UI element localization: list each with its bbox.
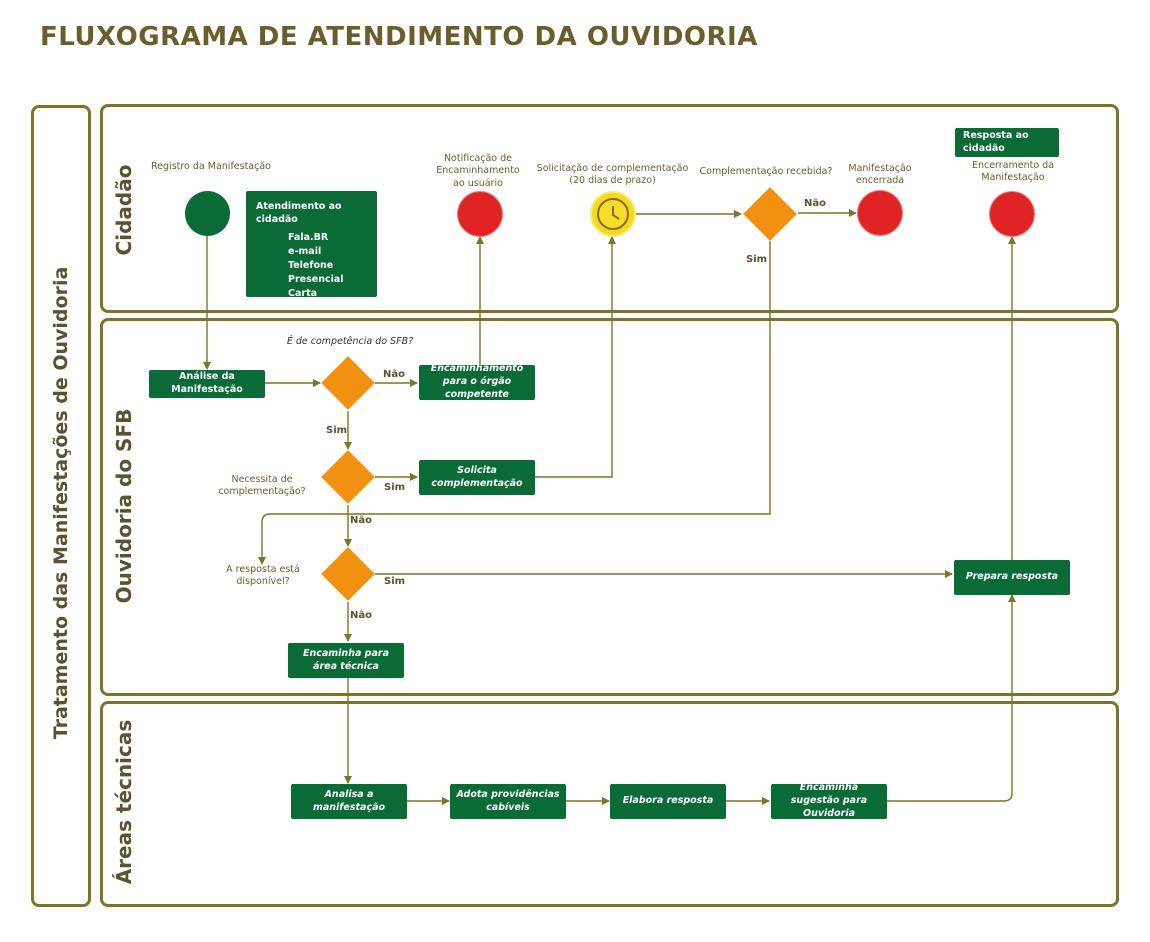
resposta-cidadao-box: Resposta ao cidadão xyxy=(955,128,1059,157)
lane-cidadao-frame xyxy=(100,104,1119,313)
encerramento-label: Encerramento da Manifestação xyxy=(971,160,1055,184)
solicita-complementacao-box: Solicita complementação xyxy=(419,460,535,495)
answer-sim: Sim xyxy=(384,482,406,493)
outer-lane-frame xyxy=(31,105,91,907)
solicitacao-label: Solicitação de complementação (20 dias d… xyxy=(536,163,689,187)
encaminhamento-orgao-box: Encaminhamento para o órgão competente xyxy=(419,363,535,400)
answer-nao: Não xyxy=(804,198,826,209)
answer-sim: Sim xyxy=(384,576,406,587)
connector-solicita-relogio xyxy=(535,236,616,478)
competencia-label: É de competência do SFB? xyxy=(286,336,414,347)
resposta-disponivel-label: A resposta está disponível? xyxy=(226,564,300,588)
page-title: FLUXOGRAMA DE ATENDIMENTO DA OUVIDORIA xyxy=(40,22,758,52)
encerrada-end-node xyxy=(857,190,903,236)
channel-item: Telefone xyxy=(288,259,334,271)
answer-nao: Não xyxy=(350,610,372,621)
answer-nao: Não xyxy=(383,369,405,380)
necessita-label: Necessita de complementação? xyxy=(218,474,306,498)
connector-sugestao-prepara xyxy=(887,594,1016,802)
connector-recebida-sim xyxy=(258,241,771,565)
channel-item: Carta xyxy=(288,287,318,299)
lane-areas-frame xyxy=(100,701,1119,907)
notificacao-end-node xyxy=(457,191,503,237)
answer-sim: Sim xyxy=(746,254,768,265)
prepara-resposta-box: Prepara resposta xyxy=(954,560,1070,595)
complementacao-recebida-label: Complementação recebida? xyxy=(699,166,833,177)
elabora-box: Elabora resposta xyxy=(610,784,726,819)
encaminha-area-box: Encaminha para área técnica xyxy=(288,643,404,678)
answer-sim: Sim xyxy=(326,425,348,436)
atendimento-box: Atendimento ao cidadão Fala.BR e-mail Te… xyxy=(246,191,377,299)
clock-icon xyxy=(597,198,629,230)
encerramento-end-node xyxy=(989,191,1035,237)
clock-timer-node xyxy=(590,191,636,237)
notificacao-label: Notificação de Encaminhamento ao usuário xyxy=(436,153,520,189)
analisa-box: Analisa a manifestação xyxy=(291,784,407,819)
start-node xyxy=(185,191,230,236)
adota-box: Adota providências cabíveis xyxy=(450,784,566,819)
atendimento-title: Atendimento ao cidadão xyxy=(256,201,342,225)
channel-item: e-mail xyxy=(288,245,322,257)
analise-box: Análise da Manifestação xyxy=(149,370,265,398)
registro-label: Registro da Manifestação xyxy=(151,161,271,172)
lane-ouvidoria-frame xyxy=(100,318,1119,696)
channel-item: Presencial xyxy=(288,273,344,285)
manifestacao-encerrada-label: Manifestação encerrada xyxy=(848,163,912,187)
encaminha-sugestao-box: Encaminha sugestão para Ouvidoria xyxy=(771,782,887,819)
channel-item: Fala.BR xyxy=(288,231,329,243)
answer-nao: Não xyxy=(350,515,372,526)
